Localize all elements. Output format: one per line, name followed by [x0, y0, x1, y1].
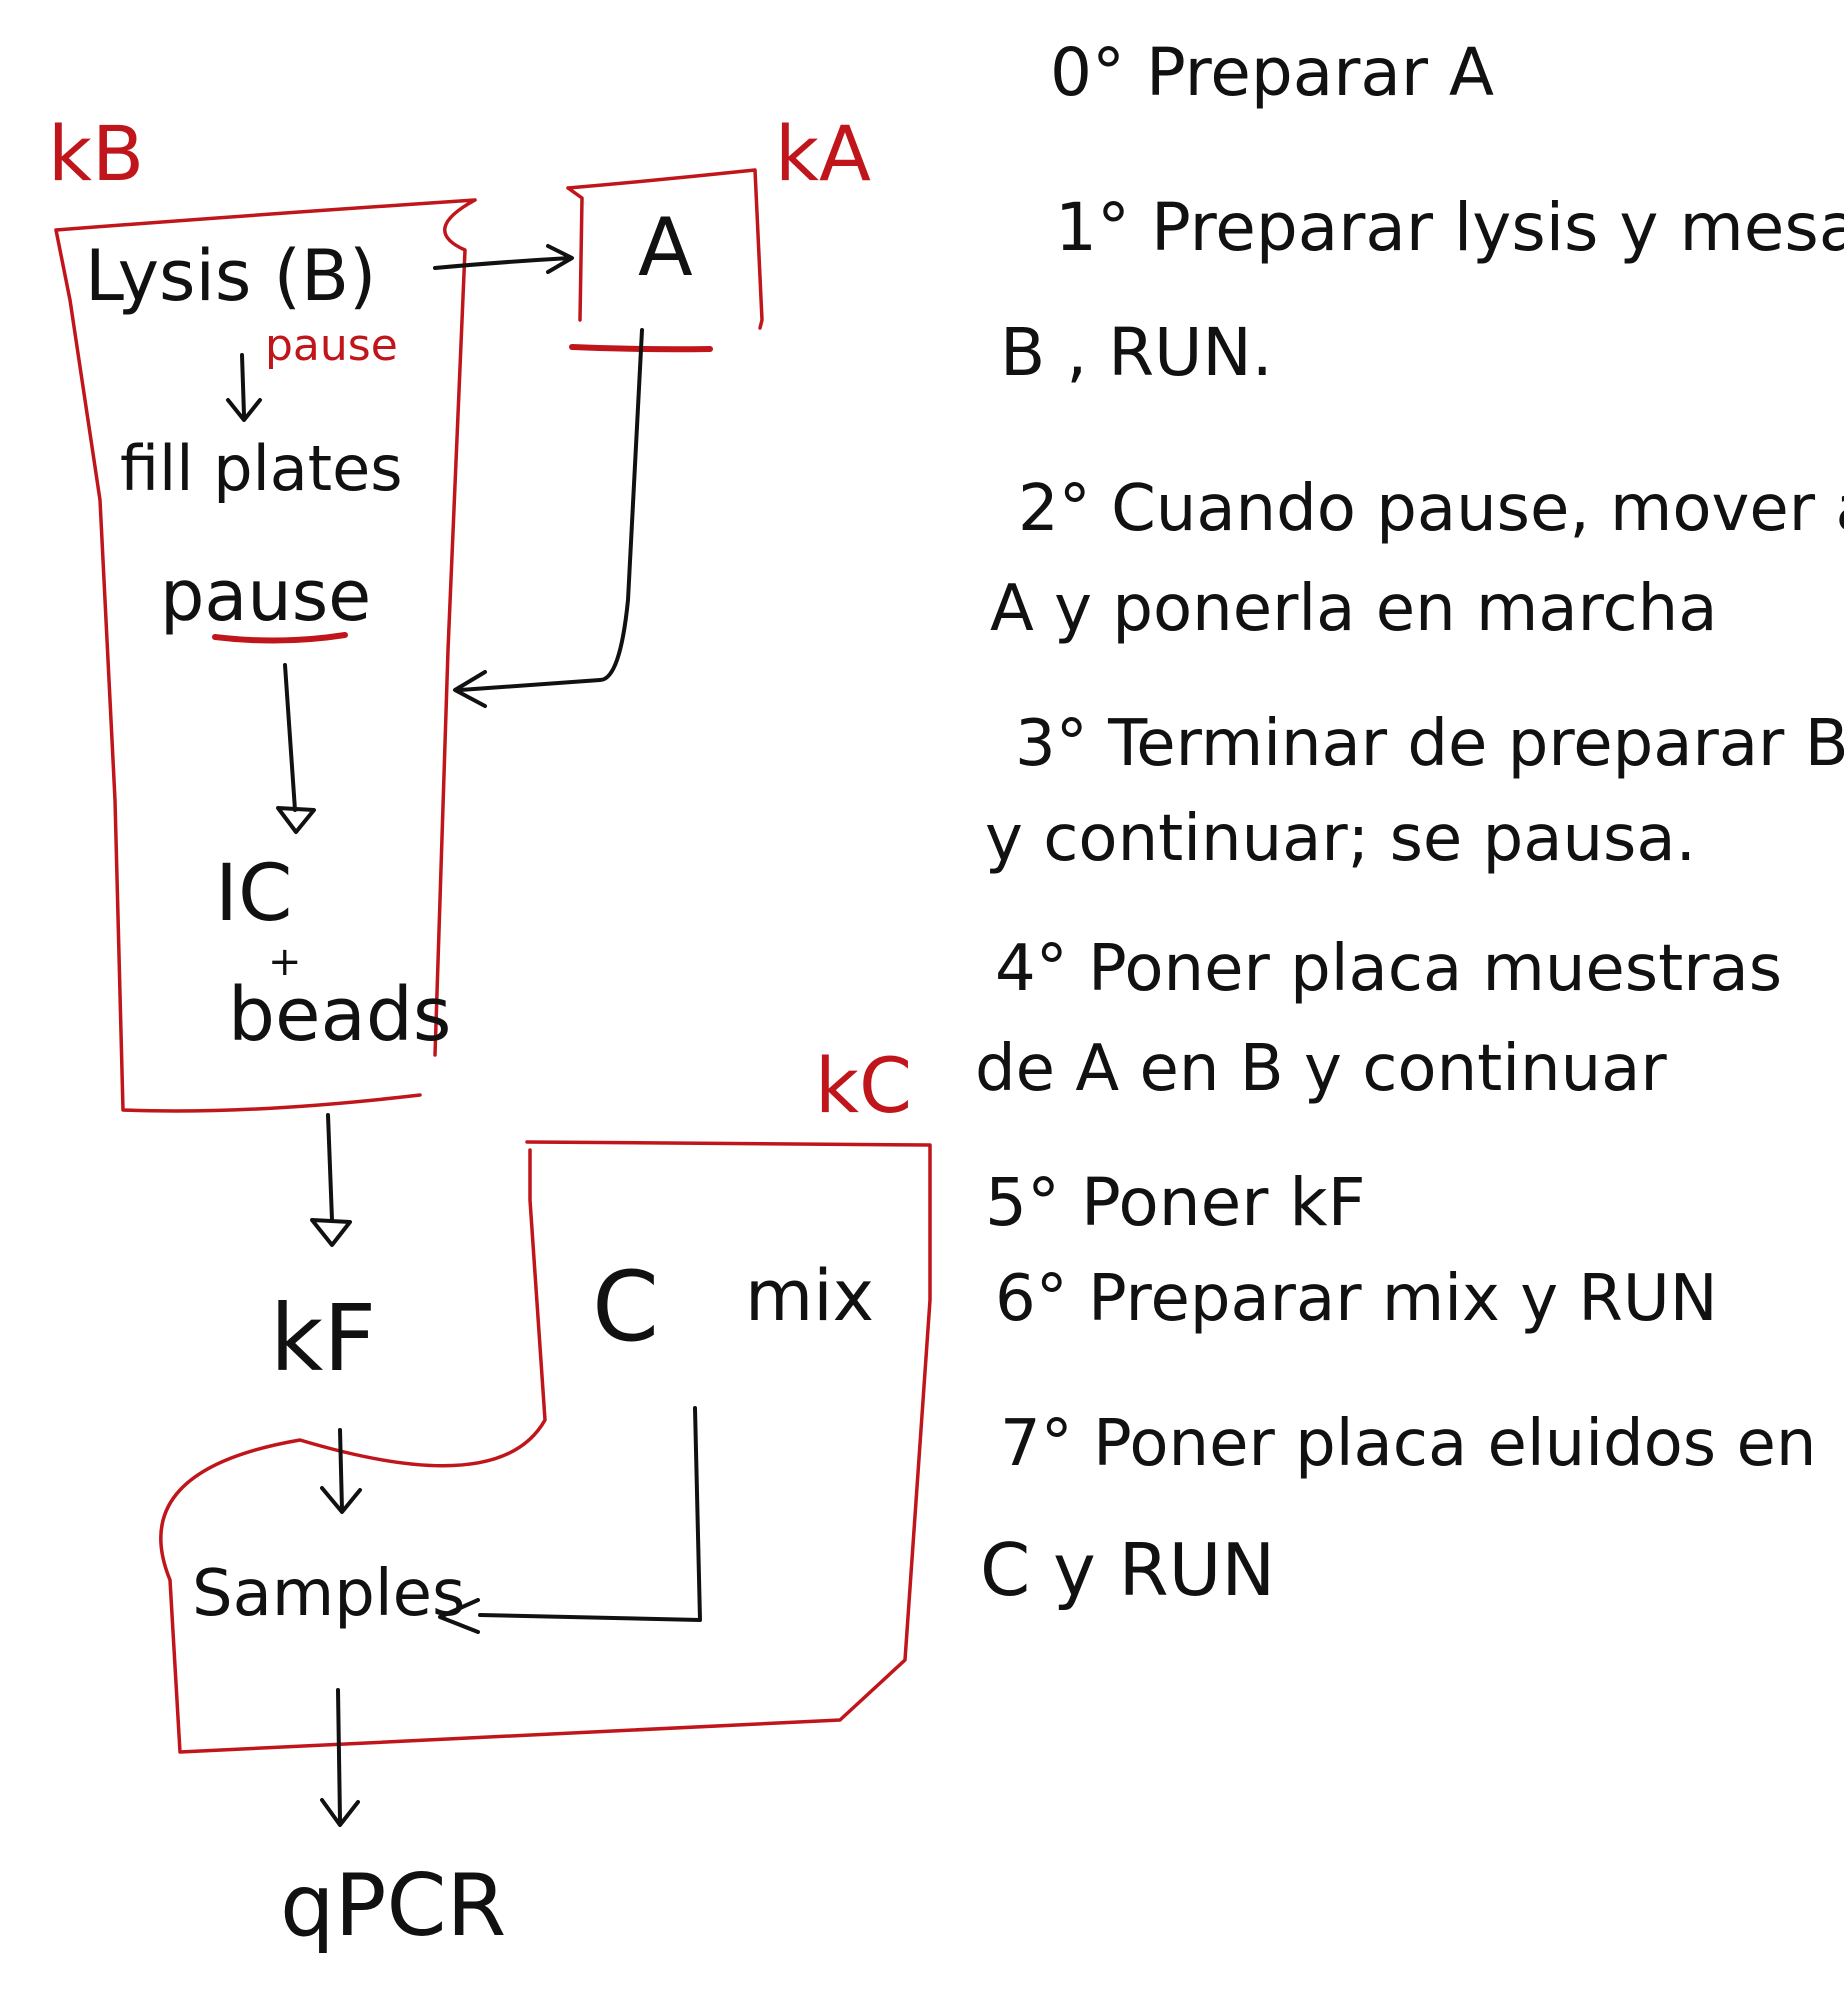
step-4-line-0: 4° Poner placa muestras	[995, 932, 1782, 1006]
step-list: 0° Preparar A 1° Preparar lysis y mesa B…	[975, 34, 1844, 1612]
node-lysis: Lysis (B)	[85, 235, 376, 317]
step-7-line-1: C y RUN	[980, 1528, 1275, 1612]
kc-container	[159, 1140, 932, 1754]
node-plus: +	[268, 939, 302, 985]
arrow-samples-to-qpcr	[320, 1688, 360, 1827]
arrow-pause-to-ic	[276, 663, 316, 834]
step-7-line-0: 7° Poner placa eluidos en	[1000, 1407, 1816, 1481]
arrow-lysis-to-a	[433, 244, 574, 274]
kc-label: kC	[815, 1041, 912, 1130]
pause-underline	[212, 632, 348, 644]
step-1-line-1: B , RUN.	[1000, 314, 1273, 391]
step-2-line-0: 2° Cuando pause, mover a	[1018, 472, 1844, 546]
arrow-a-to-kb	[453, 328, 644, 708]
arrow-mix-to-samples	[438, 1406, 702, 1634]
kb-container	[54, 198, 477, 1113]
step-0-line-0: 0° Preparar A	[1050, 34, 1494, 111]
node-kf: kF	[270, 1285, 376, 1392]
step-5-line-0: 5° Poner kF	[985, 1164, 1366, 1241]
step-3-line-1: y continuar; se pausa.	[985, 802, 1696, 876]
arrow-lysis-down	[226, 353, 262, 422]
step-2-line-1: A y ponerla en marcha	[990, 572, 1717, 646]
arrow-kf-to-samples	[320, 1428, 362, 1514]
step-3-line-0: 3° Terminar de preparar B	[1015, 707, 1844, 781]
node-fill-plates: fill plates	[120, 432, 403, 505]
step-1-line-0: 1° Preparar lysis y mesa	[1055, 189, 1844, 266]
node-mix: mix	[745, 1255, 874, 1337]
arrow-kb-to-kf	[310, 1113, 352, 1247]
node-pause: pause	[160, 555, 371, 637]
node-beads: beads	[228, 972, 451, 1058]
node-samples: Samples	[192, 1557, 465, 1631]
ka-label: kA	[775, 109, 871, 198]
node-c: C	[592, 1251, 659, 1363]
kb-label: kB	[48, 109, 144, 198]
step-6-line-0: 6° Preparar mix y RUN	[995, 1262, 1718, 1336]
node-a: A	[638, 201, 693, 294]
node-qpcr: qPCR	[280, 1856, 506, 1956]
step-4-line-1: de A en B y continuar	[975, 1032, 1667, 1106]
node-ic: IC	[215, 849, 292, 939]
ka-container	[566, 168, 764, 330]
pause-small-label: pause	[265, 320, 398, 371]
